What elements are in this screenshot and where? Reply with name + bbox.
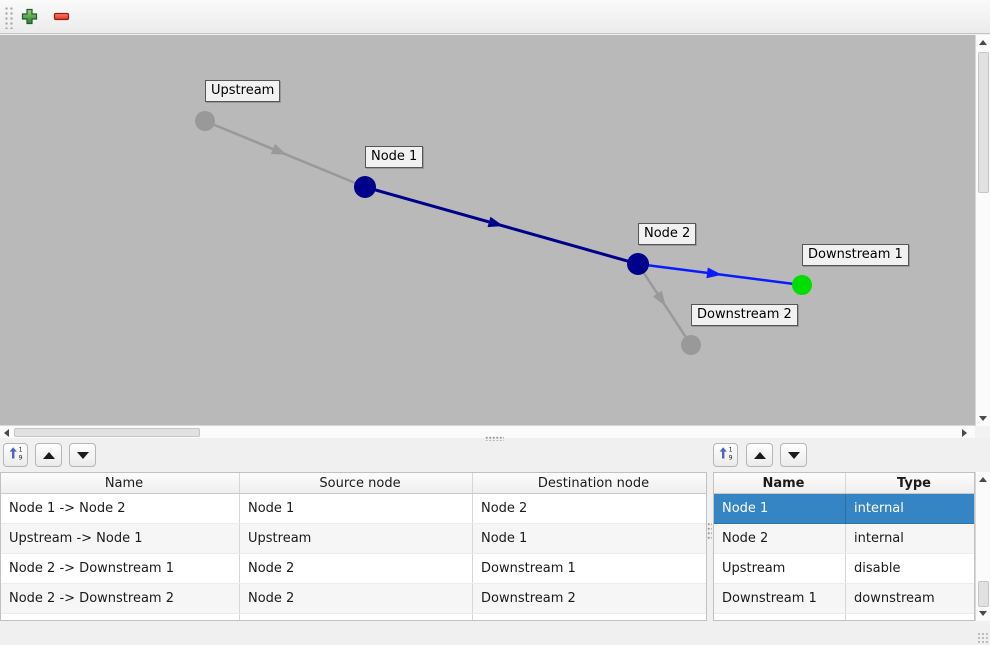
node-label-downstream-1[interactable]: Downstream 1 [802, 244, 909, 266]
table-cell[interactable]: internal [854, 501, 904, 516]
svg-text:1: 1 [18, 447, 22, 454]
node-move-down-button[interactable] [780, 443, 807, 467]
edge-move-down-button[interactable] [69, 443, 96, 467]
table-cell[interactable]: Node 1 [714, 494, 846, 523]
table-cell[interactable]: Node 1 -> Node 2 [1, 494, 240, 523]
table-cell[interactable]: Downstream 1 [481, 561, 576, 576]
table-cell[interactable]: disable [854, 561, 901, 576]
graph-node-node-1[interactable] [354, 176, 376, 198]
nodes-scroll-thumb[interactable] [978, 581, 989, 607]
graph-node-node-2[interactable] [627, 253, 649, 275]
remove-button[interactable] [51, 8, 71, 28]
edge-arrow-icon [270, 144, 287, 155]
node-label-upstream[interactable]: Upstream [205, 80, 281, 102]
table-row[interactable]: Upstream disable [714, 554, 974, 584]
table-cell[interactable]: Upstream -> Node 1 [1, 524, 240, 553]
table-cell[interactable]: Upstream [714, 554, 846, 583]
graph-node-downstream-1[interactable] [792, 275, 812, 295]
tables-splitter-handle[interactable] [707, 522, 712, 540]
column-header-type[interactable]: Type [897, 475, 931, 491]
svg-text:1: 1 [728, 447, 732, 454]
table-cell[interactable]: Downstream 1 [714, 584, 846, 613]
edge-move-up-button[interactable] [35, 443, 62, 467]
table-cell[interactable]: Node 2 [240, 584, 473, 613]
edge-arrow-icon [706, 267, 722, 279]
add-button[interactable] [19, 8, 39, 28]
nodes-table-scrollbar[interactable] [975, 472, 990, 621]
sort-ascending-icon: 1 9 [8, 445, 24, 465]
scroll-right-icon[interactable] [962, 429, 967, 437]
table-cell[interactable]: Node 2 -> Downstream 2 [1, 584, 240, 613]
table-cell[interactable]: Node 2 [240, 554, 473, 583]
table-cell[interactable]: internal [854, 531, 904, 546]
table-row[interactable]: Node 2 internal [714, 524, 974, 554]
node-label-node-1[interactable]: Node 1 [365, 146, 424, 168]
graph-node-downstream-2[interactable] [681, 335, 701, 355]
svg-text:9: 9 [728, 454, 732, 461]
move-down-icon [787, 451, 800, 459]
graph-svg [195, 111, 812, 355]
scroll-up-icon[interactable] [979, 40, 987, 45]
edge-arrow-icon [652, 290, 666, 307]
scroll-up-icon[interactable] [979, 477, 987, 482]
minus-icon [52, 7, 71, 30]
table-cell[interactable]: Node 1 [240, 494, 473, 523]
column-header-destination-node[interactable]: Destination node [537, 475, 650, 491]
table-cell[interactable]: Node 1 [481, 531, 528, 546]
svg-text:9: 9 [18, 454, 22, 461]
column-header-name[interactable]: Name [1, 473, 240, 493]
window-resize-grip[interactable] [977, 632, 988, 643]
graph-node-upstream[interactable] [195, 111, 215, 131]
node-label-downstream-2[interactable]: Downstream 2 [691, 304, 798, 326]
table-empty-area [714, 614, 974, 620]
pane-splitter-handle[interactable] [485, 436, 504, 441]
table-cell[interactable]: Node 2 [481, 501, 528, 516]
sort-ascending-icon: 1 9 [718, 445, 734, 465]
graph-horizontal-scrollbar[interactable] [0, 425, 975, 438]
column-header-source-node[interactable]: Source node [240, 473, 473, 493]
plus-icon [20, 7, 39, 30]
table-cell[interactable]: Node 2 -> Downstream 1 [1, 554, 240, 583]
edge-sort-button[interactable]: 1 9 [3, 443, 28, 467]
table-empty-area [1, 614, 706, 620]
move-up-icon [42, 451, 55, 459]
table-header-row: Name Type [714, 473, 974, 494]
column-header-name[interactable]: Name [714, 473, 846, 493]
table-cell[interactable]: Downstream 2 [481, 591, 576, 606]
table-cell[interactable]: Upstream [240, 524, 473, 553]
move-down-icon [76, 451, 89, 459]
node-move-up-button[interactable] [746, 443, 773, 467]
main-toolbar [0, 0, 990, 34]
node-label-node-2[interactable]: Node 2 [638, 223, 697, 245]
table-cell[interactable]: Node 2 [714, 524, 846, 553]
toolbar-grip[interactable] [4, 6, 13, 29]
graph-vertical-scrollbar[interactable] [975, 35, 990, 426]
graph-hscroll-thumb[interactable] [14, 428, 200, 437]
edge-arrow-icon [487, 216, 504, 228]
node-sort-button[interactable]: 1 9 [713, 443, 738, 467]
table-row[interactable]: Downstream 1 downstream [714, 584, 974, 614]
graph-vscroll-thumb[interactable] [978, 52, 989, 193]
scroll-down-icon[interactable] [979, 416, 987, 421]
table-row[interactable]: Node 1 internal [714, 494, 974, 524]
table-cell[interactable]: downstream [854, 591, 935, 606]
scrollbar-corner [975, 426, 990, 438]
scroll-down-icon[interactable] [979, 611, 987, 616]
move-up-icon [753, 451, 766, 459]
scroll-left-icon[interactable] [4, 429, 9, 437]
